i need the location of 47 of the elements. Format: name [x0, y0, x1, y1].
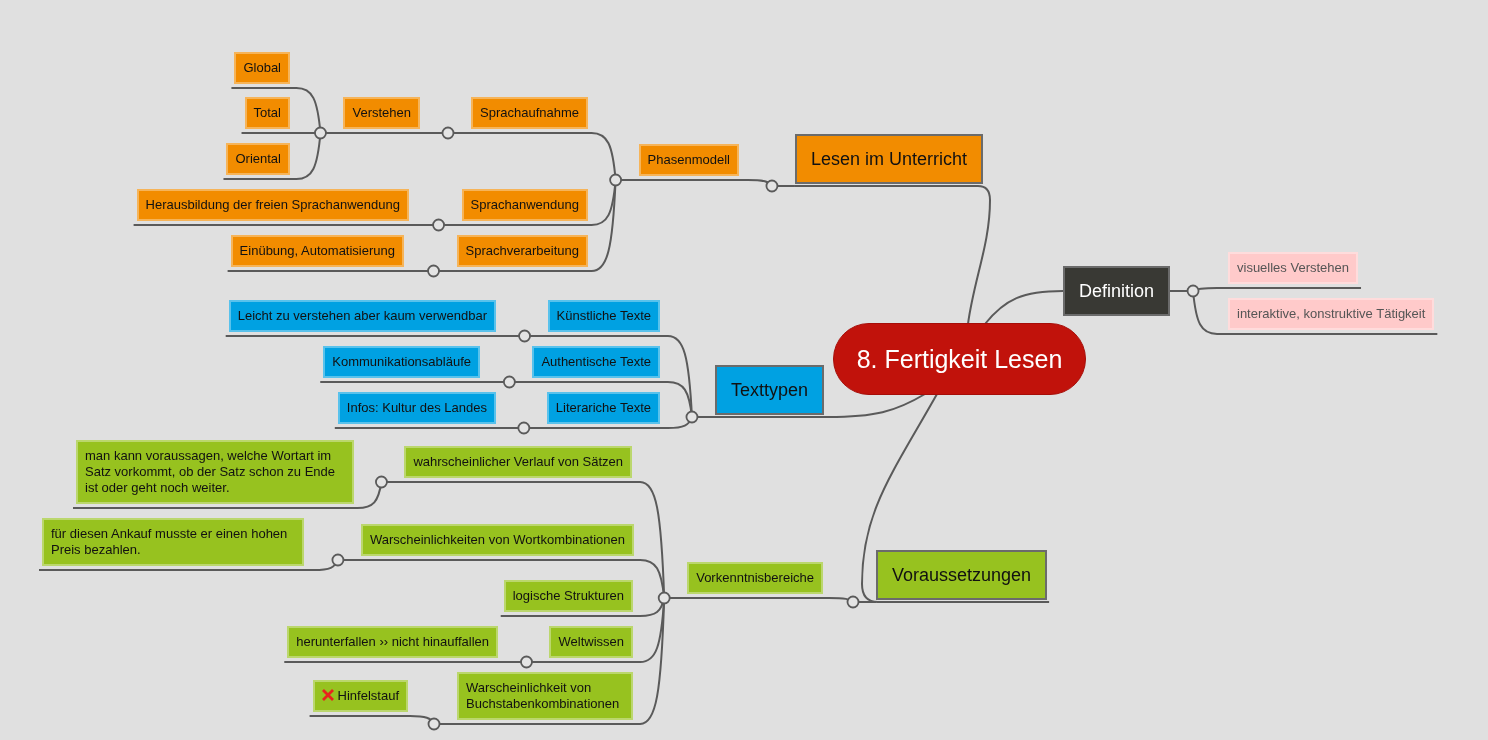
subtopic: für diesen Ankauf musste er einen hohen Preis bezahlen.: [42, 518, 304, 566]
subtopic: Infos: Kultur des Landes: [337, 392, 496, 424]
main-topic: Voraussetzungen: [876, 550, 1048, 600]
branch-line: [224, 335, 549, 337]
subtopic: Authentische Texte: [532, 346, 660, 378]
central-topic: 8. Fertigkeit Lesen: [833, 323, 1086, 395]
subtopic: Phasenmodell: [638, 144, 739, 176]
branch-line: [793, 185, 991, 325]
branch-line: [308, 715, 458, 725]
branch-line: [38, 559, 362, 571]
branch-line: [319, 381, 534, 383]
subtopic: Sprachaufnahme: [471, 97, 588, 129]
subtopic: wahrscheinlicher Verlauf von Sätzen: [404, 446, 632, 478]
branch-line: [226, 270, 458, 272]
branch-line: [72, 481, 406, 509]
subtopic: visuelles Verstehen: [1228, 252, 1358, 284]
main-topic: Texttypen: [714, 365, 824, 415]
main-topic: Definition: [1063, 266, 1171, 316]
subtopic: interaktive, konstruktive Tätigkeit: [1228, 298, 1435, 330]
subtopic: Warscheinlichkeiten von Wortkombinationen: [360, 524, 634, 556]
subtopic: Herausbildung der freien Sprachanwendung: [136, 189, 409, 221]
subtopic: Einübung, Automatisierung: [230, 235, 404, 267]
branch-line: [132, 224, 463, 226]
subtopic: Vorkenntnisbereiche: [687, 562, 823, 594]
subtopic: Total: [244, 97, 290, 129]
subtopic: herunterfallen ›› nicht hinauffallen: [287, 626, 498, 658]
branch-line: [713, 393, 926, 418]
subtopic-label: Hinfelstauf: [337, 688, 399, 703]
branch-line: [984, 290, 1064, 325]
subtopic: Künstliche Texte: [547, 300, 660, 332]
subtopic: logische Strukturen: [503, 580, 633, 612]
branch-line: [333, 427, 548, 429]
subtopic: Global: [234, 52, 290, 84]
subtopic: Sprachanwendung: [461, 189, 588, 221]
main-topic: Lesen im Unterricht: [794, 134, 983, 184]
subtopic: Verstehen: [343, 97, 420, 129]
subtopic: Kommunikationsabläufe: [323, 346, 480, 378]
subtopic: Warscheinlichkeit von Buchstabenkombinationen: [457, 672, 633, 720]
subtopic: man kann voraussagen, welche Wortart im Satz vorkommt, ob der Satz schon zu Ende ist oder geht noch weiter.: [76, 440, 354, 504]
subtopic: [312, 680, 408, 712]
subtopic: Weltwissen: [549, 626, 633, 658]
subtopic: Sprachverarbeitung: [456, 235, 588, 267]
subtopic: Oriental: [226, 143, 290, 175]
subtopic: Leicht zu verstehen aber kaum verwendbar: [228, 300, 496, 332]
branch-line: [861, 393, 1051, 603]
subtopic: Literariche Texte: [546, 392, 660, 424]
branch-line: [283, 661, 551, 663]
